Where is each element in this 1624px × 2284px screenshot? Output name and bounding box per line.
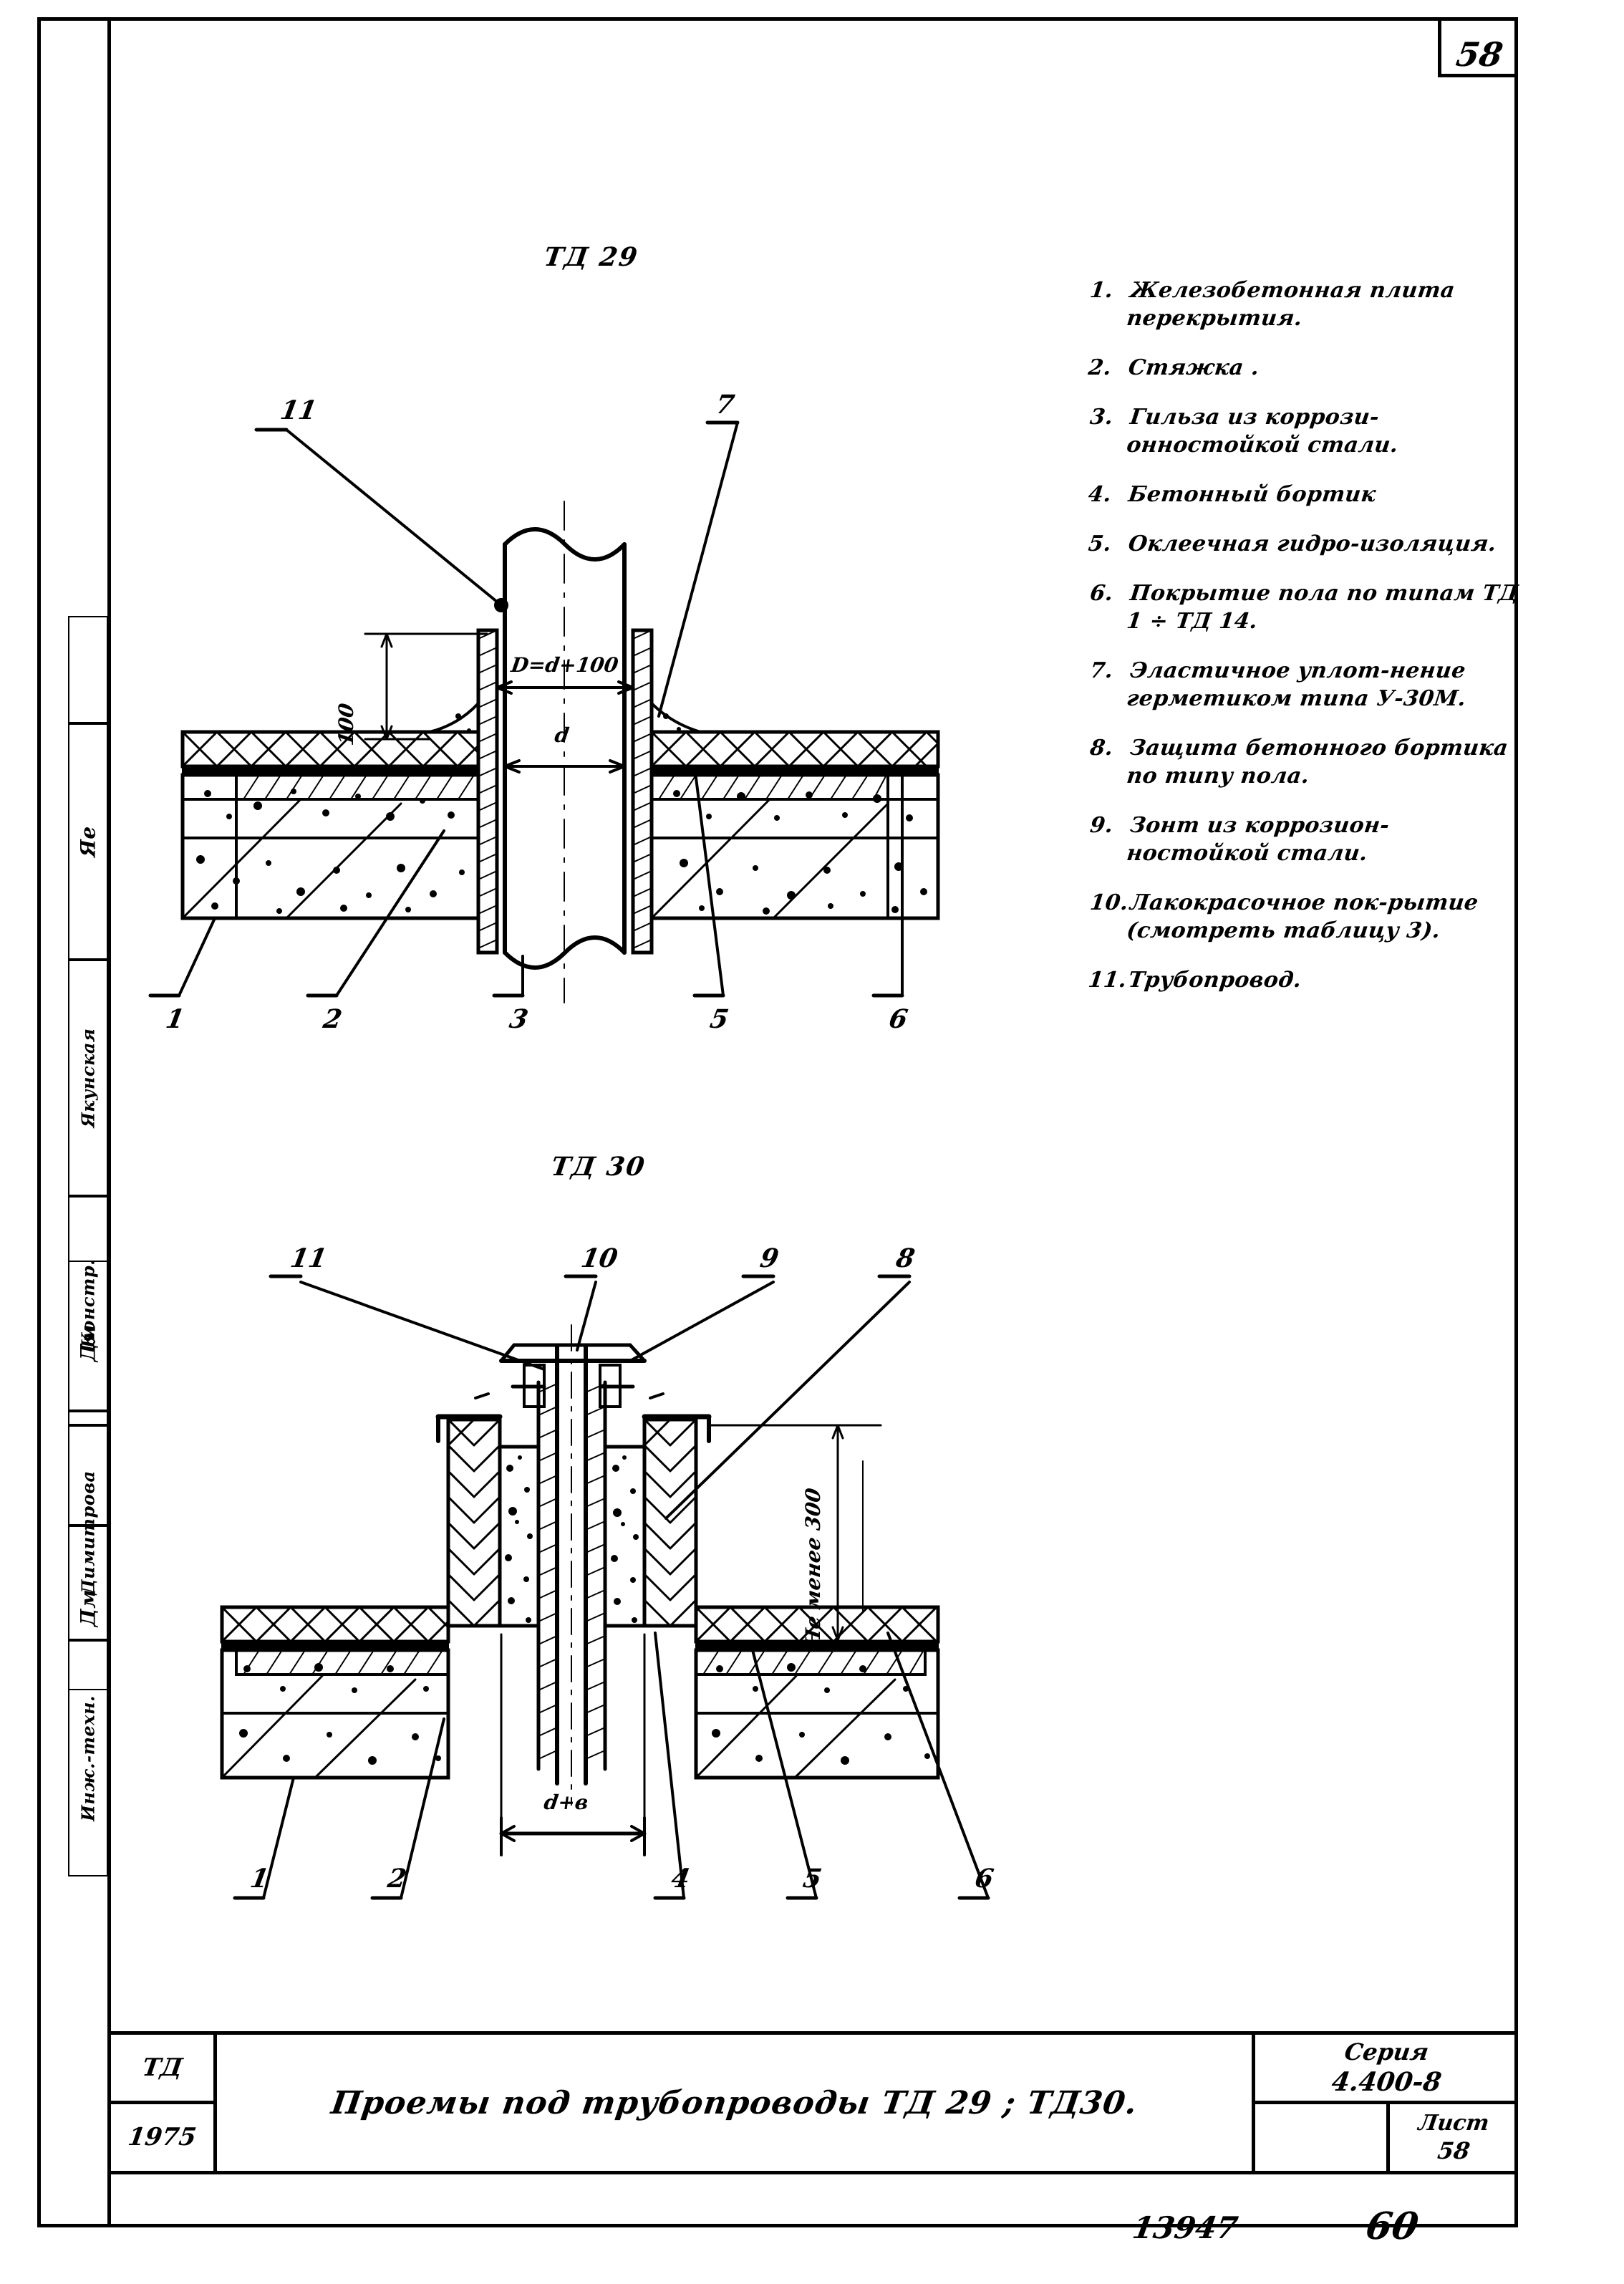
legend-text-1: Железобетонная плита перекрытия. [1125,278,1456,331]
title-block-code-cell: ТД [111,2035,217,2104]
dim-curb-opening-width: d+в [542,1791,590,1814]
left-stamp-column-lower: Дм Димитрова Инж.-техн. [43,1261,122,1876]
legend-text-2: Стяжка . [1126,355,1261,380]
legend-text-3: Гильза из коррози-онностойкой стали. [1125,405,1400,458]
legend-number-4: 4. [1086,482,1113,507]
legend-item-5: 5. Оклеечная гидро-изоляция. [1087,530,1520,558]
stamp-cell-name-dimitrova: Димитрова [68,1425,108,1640]
legend-number-5: 5. [1086,531,1113,556]
title-block-year: 1975 [126,2123,198,2152]
legend-item-9: 9. Зонт из коррозион-ностойкой стали. [1085,811,1522,867]
title-block-series-cell: Серия 4.400-8 [1255,2035,1518,2104]
legend-text-10: Лакокрасочное пок-рытие (смотреть таблиц… [1125,890,1480,943]
legend-number-6: 6. [1088,581,1115,606]
page-number-badge: 58 [1438,17,1518,77]
stamp-cell-signature-1: Яе [68,723,108,960]
bottom-number-left: 13947 [1130,2210,1241,2245]
legend-list: 1. Железобетонная плита перекрытия. 2. С… [1087,276,1520,1016]
stamp-cell-signature-3: Дм [68,1261,108,1425]
legend-text-8: Защита бетонного бортика по типу пола. [1125,736,1510,789]
stamp-cell-name-yakunskaya: Якунская [68,960,108,1196]
callout-td30-10: 10 [579,1243,620,1273]
sheet-frame [37,17,1518,2227]
legend-item-6: 6. Покрытие пола по типам ТД 1 ÷ ТД 14. [1085,579,1522,635]
title-block-year-cell: 1975 [111,2104,217,2171]
legend-item-4: 4. Бетонный бортик [1087,481,1520,509]
title-block-blank-cell [1255,2104,1390,2171]
legend-text-11: Трубопровод. [1126,968,1303,993]
legend-number-9: 9. [1088,813,1115,838]
title-block-sheet-cell: Лист 58 [1390,2104,1518,2171]
title-block-series-value: 4.400-8 [1330,2066,1444,2097]
legend-text-6: Покрытие пола по типам ТД 1 ÷ ТД 14. [1125,581,1520,634]
title-block-title-cell: Проемы под трубопроводы ТД 29 ; ТД30. [217,2035,1255,2171]
title-block-sheet-value: 58 [1436,2137,1472,2165]
dim-minimum-clearance: Не менее 300 [801,1486,825,1649]
bottom-number-right: 60 [1363,2205,1422,2248]
legend-item-11: 11. Трубопровод. [1087,966,1520,994]
legend-text-7: Эластичное уплот-нение герметиком типа У… [1125,658,1468,711]
title-block: ТД 1975 Проемы под трубопроводы ТД 29 ; … [107,2031,1518,2174]
legend-number-10: 10. [1088,890,1130,915]
legend-text-5: Оклеечная гидро-изоляция. [1126,531,1498,556]
title-block-sheet-label: Лист [1416,2110,1492,2136]
legend-text-9: Зонт из коррозион-ностойкой стали. [1125,813,1391,866]
stamp-cell-role-inzh: Инж.-техн. [68,1640,108,1876]
legend-item-3: 3. Гильза из коррози-онностойкой стали. [1085,403,1522,459]
title-block-title: Проемы под трубопроводы ТД 29 ; ТД30. [329,2084,1140,2121]
legend-item-7: 7. Эластичное уплот-нение герметиком тип… [1085,657,1522,713]
title-block-code: ТД [140,2053,185,2082]
legend-item-2: 2. Стяжка . [1087,354,1520,382]
legend-number-3: 3. [1088,405,1115,430]
legend-number-2: 2. [1086,355,1113,380]
frame-inner-rule [107,17,111,2227]
callout-td30-11: 11 [288,1243,329,1273]
title-block-series-label: Серия [1343,2038,1431,2066]
legend-item-1: 1. Железобетонная плита перекрытия. [1085,276,1522,332]
legend-item-10: 10. Лакокрасочное пок-рытие (смотреть та… [1085,889,1522,945]
stamp-cell-blank-1 [68,616,108,723]
legend-item-8: 8. Защита бетонного бортика по типу пола… [1085,734,1522,790]
legend-number-7: 7. [1088,658,1115,683]
legend-number-8: 8. [1088,736,1115,761]
legend-number-11: 11. [1086,968,1128,993]
legend-number-1: 1. [1088,278,1115,303]
legend-text-4: Бетонный бортик [1126,482,1378,507]
